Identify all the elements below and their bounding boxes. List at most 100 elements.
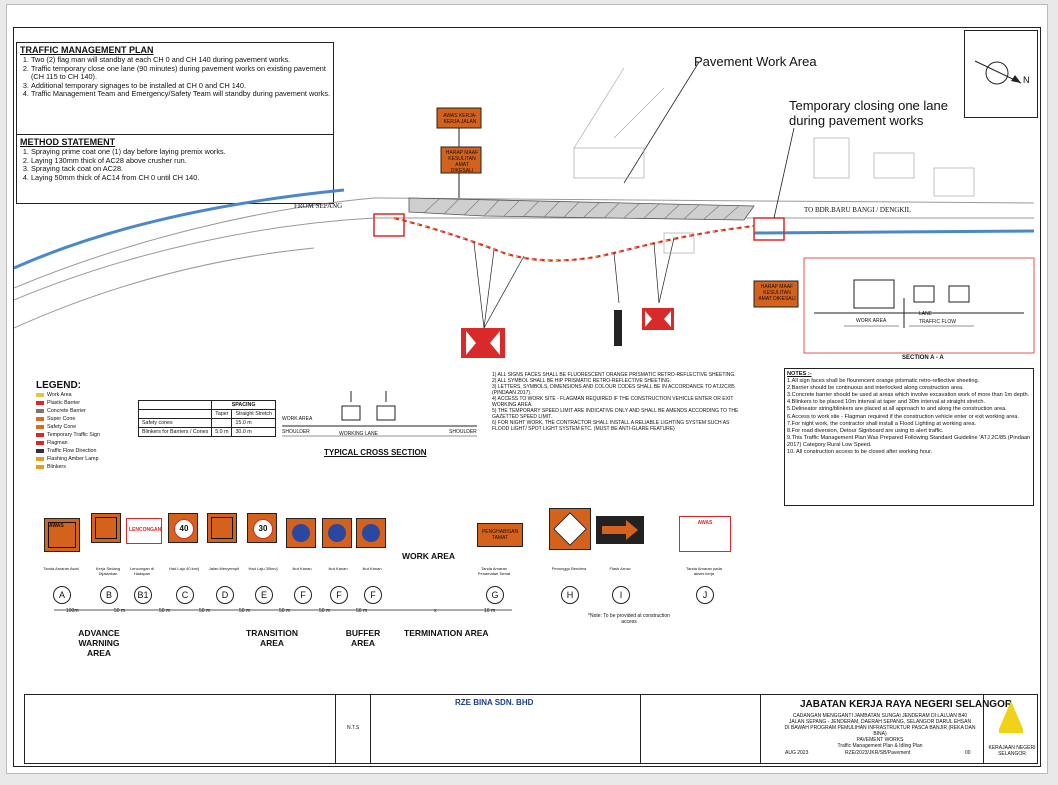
spacing-cell: [211, 418, 233, 428]
plan-item: Traffic Management Team and Emergency/Sa…: [31, 90, 336, 99]
awas-sign-text: AWAS KERJA-KERJA JALAN: [443, 113, 477, 125]
access-footnote: *Note: To be provided at construction ac…: [588, 613, 670, 625]
distance: 50 m: [199, 608, 211, 614]
section-work-area: WORK AREA: [856, 318, 887, 324]
flash-arrow-icon: [596, 516, 644, 544]
drawing-sub: Traffic Management Plan & Idling Plan: [837, 743, 923, 749]
note-item: 2.Barrier should be continuous and inter…: [787, 385, 964, 392]
sign-letter-circle: A: [53, 586, 71, 604]
note-item: 4.Blinkers to be placed 10m interval at …: [787, 399, 986, 406]
mid-note: 2) ALL SYMBOL SHALL BE HIP PRISMATIC RET…: [492, 378, 672, 384]
project-line: JALAN SEPANG - JENDERAM, DAERAH SEPANG, …: [788, 719, 972, 725]
sign-letter-circle: B: [100, 586, 118, 604]
notes-box: NOTES :- 1.All sign faces shall be flour…: [784, 368, 1034, 506]
from-sepang-label: FROM SEPANG: [294, 202, 343, 210]
sign-letter-circle: F: [330, 586, 348, 604]
barrier-sign-icon: [461, 328, 505, 358]
drawing-number: RZE/2023/JKR/SB/Pavement: [845, 750, 911, 756]
sign-speed-30-icon: 30: [247, 513, 277, 543]
method-item: Laying 130mm thick of AC28 above crusher…: [31, 156, 336, 166]
note-item: 1.All sign faces shall be flourencent or…: [787, 378, 980, 385]
sign-caption: Ikut Kanan: [362, 566, 382, 571]
legend-item: Flashing Amber Lamp: [36, 455, 100, 463]
project-lines: CADANGAN MENGGANTI JAMBATAN SUNGAI JENDE…: [780, 713, 980, 749]
method-title: METHOD STATEMENT: [20, 137, 116, 147]
mid-note: 1) ALL SIGNS FACES SHALL BE FLUORESCENT …: [492, 372, 736, 378]
section-title: SECTION A - A: [902, 355, 944, 361]
spacing-cell: 30.0 m: [231, 427, 276, 437]
mid-notes: 1) ALL SIGNS FACES SHALL BE FLUORESCENT …: [492, 372, 746, 432]
spacing-col: Straight Stretch: [231, 409, 276, 419]
selangor-crest-icon: [999, 701, 1023, 733]
drawing-sheet: TRAFFIC MANAGEMENT PLAN Two (2) flag man…: [6, 4, 1048, 774]
revision: 00: [965, 750, 971, 756]
temp-closing-label: Temporary closing one lane during paveme…: [789, 98, 948, 128]
plan-item: Two (2) flag man will standby at each CH…: [31, 55, 336, 65]
mid-note: 4) ACCESS TO WORK SITE - FLAGMAN REQUIRE…: [492, 396, 734, 408]
legend-item: Traffic Flow Direction: [36, 447, 100, 455]
method-list: Spraying prime coat one (1) day before l…: [20, 147, 336, 182]
svg-text:N: N: [1023, 75, 1030, 85]
plan-item: Traffic temporary close one lane (90 min…: [31, 64, 336, 82]
spacing-cell: 15.0 m: [231, 418, 276, 428]
sign-caption: Lencongan di Hadapan: [129, 566, 155, 576]
note-item: 6.Access to work site - Flagman required…: [787, 413, 1019, 420]
note-item: 5.Delineator string/blinkers are placed …: [787, 406, 1007, 413]
title-block: N.T.S RZE BINA SDN. BHD JABATAN KERJA RA…: [24, 694, 1038, 764]
drawing-frame: TRAFFIC MANAGEMENT PLAN Two (2) flag man…: [13, 27, 1041, 767]
cross-section-diagram: [282, 391, 477, 437]
cross-shoulder: SHOULDER: [282, 429, 310, 435]
harap-maaf-sign-text: HARAP MAAF KESULITAN AMAT DIKESALI: [758, 284, 796, 302]
sign-letter-circle: F: [364, 586, 382, 604]
drawing-title: PAVEMENT WORKS: [856, 737, 904, 743]
scale: N.T.S: [347, 725, 360, 731]
plan-list: Two (2) flag man will standby at each CH…: [20, 55, 336, 99]
spacing-cell: 5.0 m: [211, 427, 233, 437]
buffer-area-label: BUFFER AREA: [345, 628, 381, 648]
sign-letter-circle: J: [696, 586, 714, 604]
spacing-row-label: Blinkers for Barriers / Cones: [137, 427, 213, 437]
sign-keep-right-icon: [356, 518, 386, 548]
spacing-row-label: Safety cones: [137, 418, 213, 428]
mid-note: 5) THE TEMPORARY SPEED LIMIT ARE INDICAT…: [492, 408, 739, 420]
sign-access-icon: AWAS: [679, 516, 731, 552]
note-item: 8.For road diversion, Detour Signboard a…: [787, 427, 944, 434]
site-plan: [14, 61, 1035, 358]
distance: 50 m: [356, 608, 368, 614]
sign-letter-circle: E: [255, 586, 273, 604]
method-item: Spraying tack coat on AC28.: [31, 165, 336, 174]
temp-closing-line: Temporary closing one lane: [789, 98, 948, 113]
note-item: 7.For night work, the contractor shall i…: [787, 420, 977, 427]
sign-road-narrows-icon: [207, 513, 237, 543]
project-line: CADANGAN MENGGANTI JAMBATAN SUNGAI JENDE…: [792, 713, 968, 719]
distance: x: [434, 608, 437, 614]
work-area-label: WORK AREA: [402, 551, 456, 561]
distance: 50 m: [319, 608, 331, 614]
advance-area-label: ADVANCE WARNING AREA: [78, 628, 120, 658]
barrier-sign-icon: [642, 308, 674, 330]
agency-name: JABATAN KERJA RAYA NEGERI SELANGOR: [800, 699, 1013, 710]
plan-item: Additional temporary signages to be inst…: [31, 81, 336, 91]
sign-speed-40-icon: 40: [168, 513, 198, 543]
sign-keep-right-icon: [286, 518, 316, 548]
note-item: 9.This Traffic Management Plan Was Prepa…: [787, 434, 1031, 448]
sign-keep-right-icon: [322, 518, 352, 548]
sign-detour-icon: LENCONGAN: [126, 518, 162, 544]
sign-caption: Tanda Amaran pada akses kerja: [686, 566, 722, 576]
transition-area-label: TRANSITION AREA: [246, 628, 298, 648]
temp-closing-line: during pavement works: [789, 113, 924, 128]
sign-caption: Had Laju 30km/j: [248, 566, 278, 571]
sign-letter-circle: D: [216, 586, 234, 604]
pavement-work-area-label: Pavement Work Area: [694, 54, 817, 69]
spacing-header: SPACING: [211, 400, 276, 410]
sign-letter-circle: F: [294, 586, 312, 604]
company-name: RZE BINA SDN. BHD: [455, 698, 534, 707]
legend-item: Safety Cone: [36, 423, 100, 431]
plan-box: TRAFFIC MANAGEMENT PLAN Two (2) flag man…: [16, 42, 334, 204]
sign-end-icon: PENGHABISAN TAMAT: [477, 523, 523, 547]
sign-flagman-icon: [549, 508, 591, 550]
cross-working-lane: WORKING LANE: [339, 431, 378, 437]
legend-item: Flagman: [36, 439, 100, 447]
sign-caption: Ikut Kanan: [292, 566, 312, 571]
north-arrow-box: N: [964, 30, 1038, 118]
